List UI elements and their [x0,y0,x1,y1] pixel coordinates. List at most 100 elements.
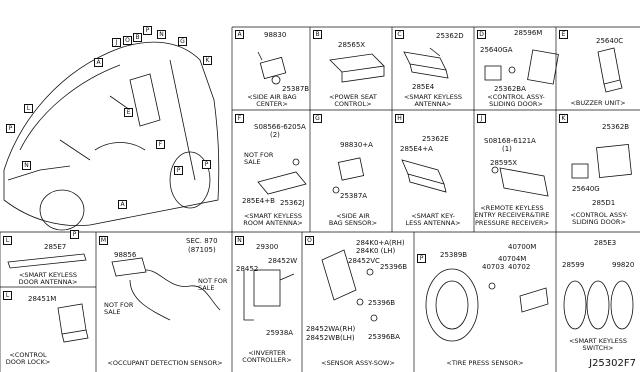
panel-tag: C [395,30,404,39]
callout-tag: L [24,104,33,113]
caption-line: DOOR ANTENNA> [18,278,78,287]
panel-tag: O [305,236,314,245]
part-number: 98856 [114,251,137,259]
callout-tag: J [112,38,121,47]
part-number: 25387A [340,192,368,200]
part-p-sensor [425,268,549,342]
caption-line: <INVERTER [248,349,286,357]
panel-caption: <SMART KEY- LESS ANTENNA> [396,212,470,228]
part-number: 28452W [268,257,298,265]
part-number: 25362J [280,199,305,207]
part-number: 25362E [422,135,449,143]
part-c-antenna [403,47,449,79]
panel-caption: <CONTROL ASSY- SLIDING DOOR> [478,93,554,109]
panel-tag: B [313,30,322,39]
part-h-antenna [401,159,447,193]
part-q-fob [563,280,634,330]
caption-line: CENTER> [256,100,288,109]
panel-caption: <CONTROL ASSY- SLIDING DOOR> [560,211,638,227]
part-number: 29300 [256,243,279,251]
part-number: 98830 [264,31,287,39]
note-line: NOT FOR [104,301,134,309]
part-number: 28452VC [348,257,380,265]
panel-caption: <BUZZER UNIT> [560,99,636,107]
caption-line: <TIRE PRESS SENSOR> [446,359,524,367]
caption-line: <SMART KEYLESS [568,337,628,345]
callout-tag: P [70,230,79,239]
part-b-module [329,53,385,83]
part-number: 40704M [498,255,527,263]
panel-caption: <INVERTER CONTROLLER> [234,349,300,365]
panel-tag: L [3,291,12,300]
caption-line: <SIDE AIR BAG [247,93,297,101]
diagram-code: J25302F7 [589,358,636,369]
panel-tag: H [395,114,404,123]
panel-caption: <SMART KEYLESS SWITCH> [558,337,638,353]
caption-line: SLIDING DOOR> [489,100,543,109]
panel-caption: <SIDE AIR BAG CENTER> [240,93,304,109]
panel-caption: <CONTROL DOOR LOCK> [2,351,54,367]
part-m-sensor [111,257,221,321]
panel-tag: D [477,30,486,39]
part-d-module [484,49,559,85]
callout-tag: P [202,160,211,169]
part-number: 40702 [508,263,531,271]
part-number: 28599 [562,261,585,269]
part-number: 285D1 [592,199,616,207]
caption-line: <SENSOR ASSY-SOW> [321,359,395,367]
panel-caption: <TIRE PRESS SENSOR> [416,359,554,367]
panel-caption: <SMART KEYLESS ANTENNA> [396,93,470,109]
vehicle-overview [3,41,220,231]
caption-line: <SMART KEY- [411,212,455,220]
panel-tag: F [235,114,244,123]
part-number: 99820 [612,261,635,269]
part-number: 25640GA [480,46,513,54]
panel-caption: <REMOTE KEYLESS ENTRY RECEIVER&TIRE PRES… [466,204,558,227]
part-number: 25640C [596,37,624,45]
callout-tag: K [203,56,212,65]
caption-line: <POWER SEAT [329,93,377,101]
part-number: 285E4+A [400,145,433,153]
caption-line: <CONTROL ASSY- [487,93,545,101]
part-number: S08168-6121A [484,137,536,145]
caption-line: <CONTROL [9,351,47,359]
part-number: 28565X [338,41,366,49]
callout-tag: O [123,36,132,45]
part-number: 285E3 [594,239,617,247]
caption-line: ENTRY RECEIVER&TIRE [474,211,550,220]
panel-caption: <POWER SEAT CONTROL> [318,93,388,109]
callout-tag: P [174,166,183,175]
panel-tag: M [99,236,108,245]
caption-line: CONTROLLER> [242,356,292,365]
not-for-sale-note: NOT FOR SALE [198,277,227,293]
caption-line: DOOR LOCK> [5,358,51,367]
part-j-receiver [491,166,549,197]
part-number: 28452WA(RH) [306,325,356,333]
part-number: 25387B [282,85,310,93]
note-line: SALE [244,158,261,167]
part-number: 25640G [572,185,600,193]
part-number: 285E4 [412,83,435,91]
part-l2-lock [57,303,89,343]
panel-tag: E [559,30,568,39]
part-o-sensor [321,249,378,322]
part-number: (1) [502,145,512,153]
part-number: 25396B [380,263,408,271]
part-n-controller [243,269,295,321]
callout-tag: F [156,140,165,149]
callout-tag: B [133,33,142,42]
panel-caption: <OCCUPANT DETECTION SENSOR> [100,359,230,367]
caption-line: BAG SENSOR> [328,219,378,228]
caption-line: <SMART KEYLESS [18,271,78,279]
part-number: 40700M [508,243,537,251]
caption-line: <CONTROL ASSY- [570,211,628,219]
caption-line: <BUZZER UNIT> [570,99,626,107]
part-number: 28596M [514,29,543,37]
part-number: 28452 [236,265,259,273]
panel-caption: <SENSOR ASSY-SOW> [304,359,412,367]
panel-tag: A [235,30,244,39]
part-k-module [571,143,632,179]
part-f-antenna [257,158,307,195]
part-number: 25362BA [494,85,526,93]
